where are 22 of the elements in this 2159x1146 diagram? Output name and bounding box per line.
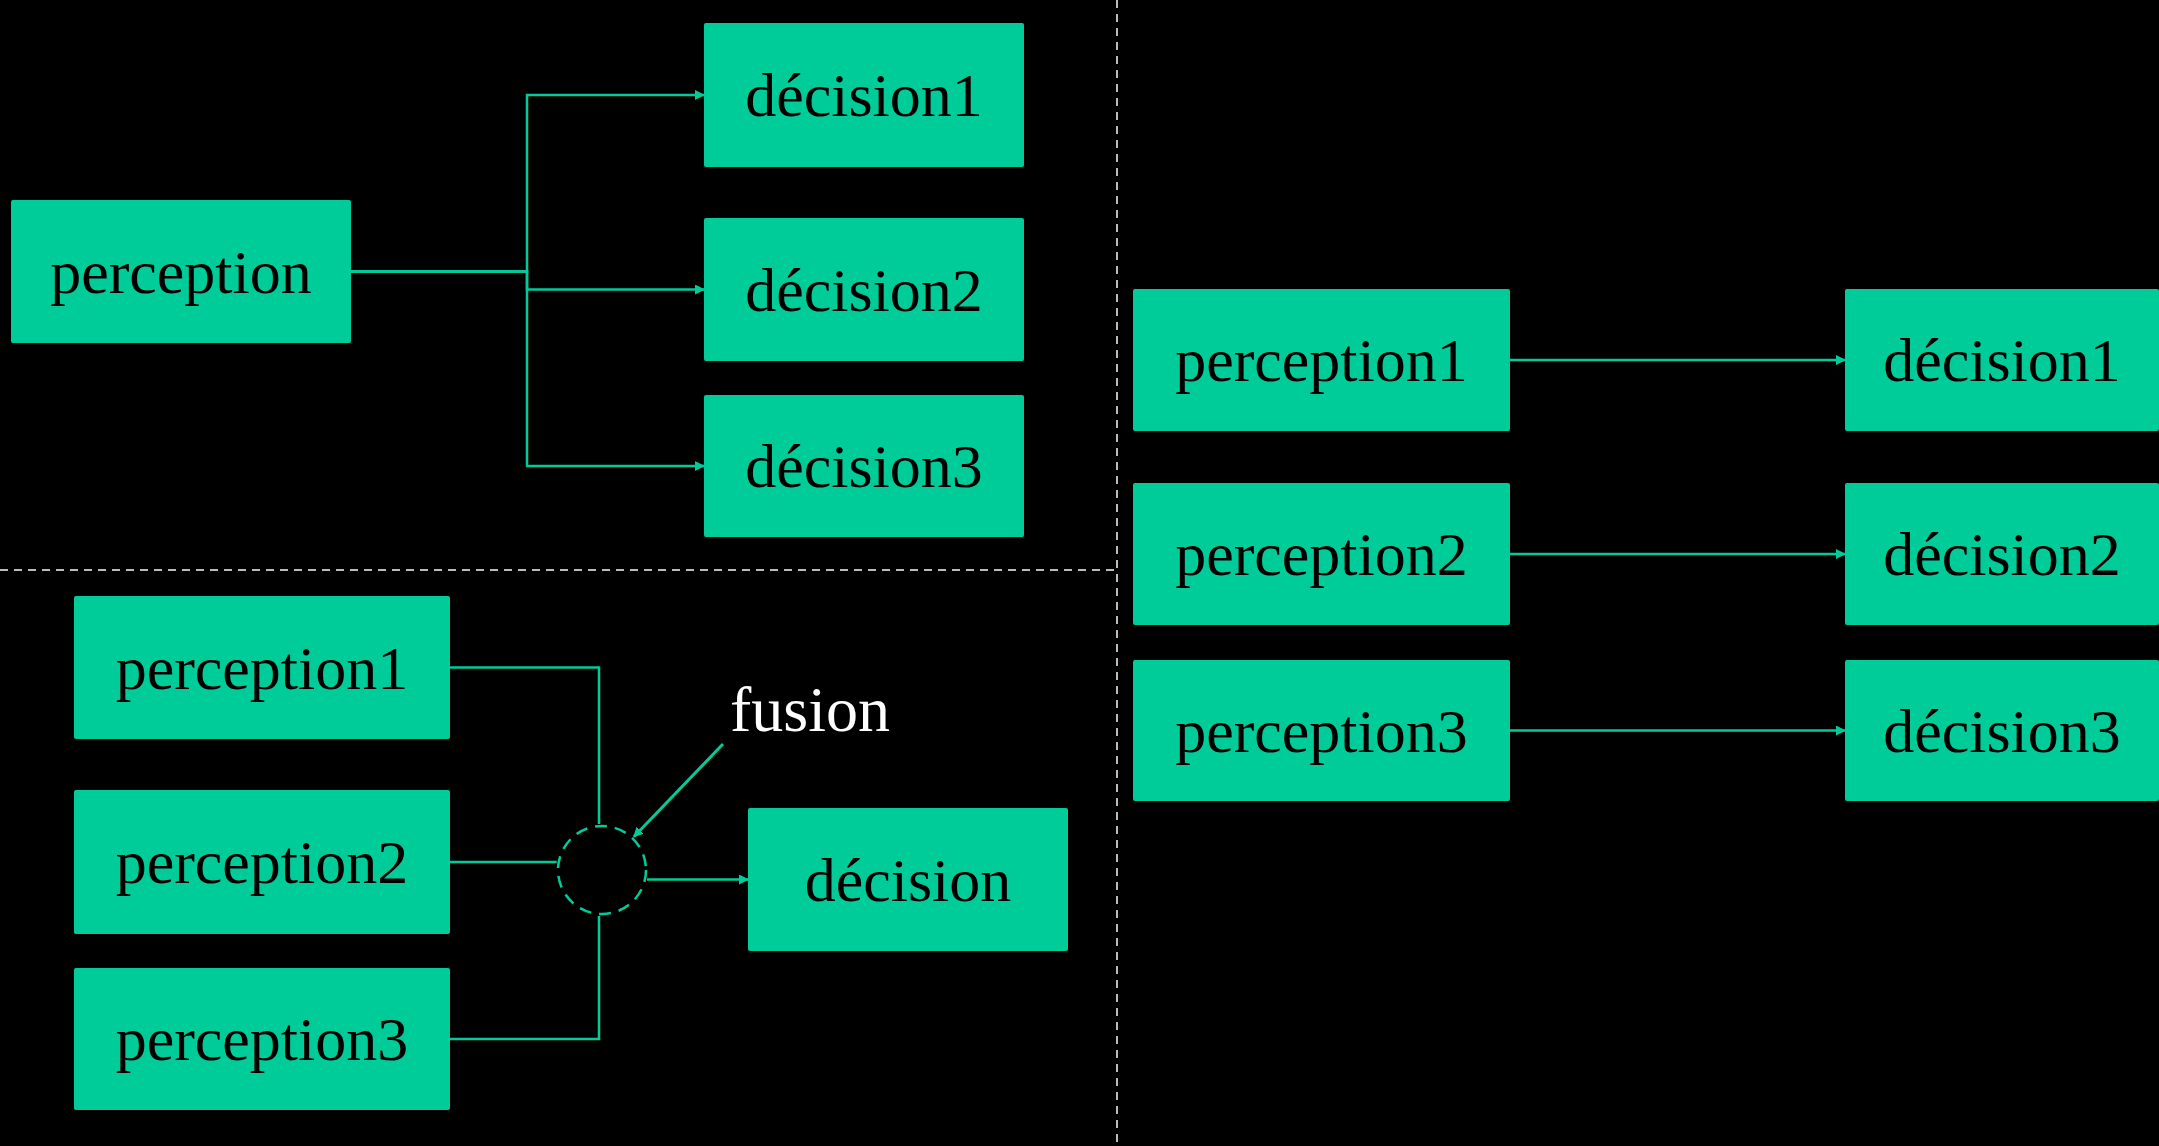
process-box: décision2 <box>704 218 1024 361</box>
process-box: perception2 <box>74 790 450 934</box>
arrow <box>1510 725 1846 736</box>
process-box: décision1 <box>1845 289 2159 431</box>
process-box: décision3 <box>704 395 1024 537</box>
callout-label: fusion <box>715 672 905 748</box>
process-box: décision1 <box>704 23 1024 167</box>
arrow <box>351 270 705 471</box>
leader-line <box>632 742 725 838</box>
process-box: perception2 <box>1133 483 1510 625</box>
process-box: décision <box>748 808 1068 951</box>
arrow <box>1510 549 1846 559</box>
process-box: perception1 <box>74 596 450 739</box>
process-box: perception3 <box>1133 660 1510 801</box>
arrow <box>647 874 749 885</box>
process-box: perception3 <box>74 968 450 1110</box>
process-box: décision2 <box>1845 483 2159 625</box>
dashed-circle <box>556 824 648 916</box>
arrow <box>1510 355 1846 365</box>
process-box: perception1 <box>1133 289 1510 431</box>
process-box: perception <box>11 200 351 343</box>
process-box: décision3 <box>1845 660 2159 801</box>
